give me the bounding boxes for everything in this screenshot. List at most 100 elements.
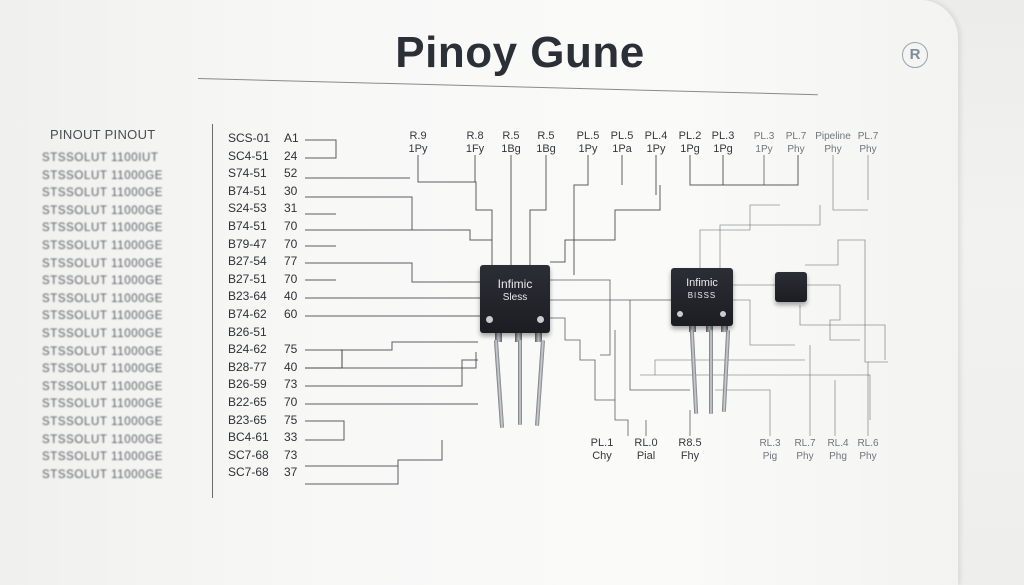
bottom-pin-label-id: R8.5 <box>678 437 702 449</box>
pin-name: BC4-61 <box>228 430 269 445</box>
bottom-pin-label-type: Phg <box>829 451 847 462</box>
pin-name: B23-65 <box>228 412 267 427</box>
transistor-chip-2: Infimic BISSS <box>671 268 733 326</box>
chip2-label-line1: Infimic <box>686 277 718 289</box>
top-pin-label-type: Phy <box>859 144 877 155</box>
pin-name: B27-51 <box>228 271 267 286</box>
left-column-row: STSSOLUT 11000GE <box>42 187 164 200</box>
pin-name: SC7-68 <box>228 447 269 462</box>
chip1-leg-collar <box>495 332 502 342</box>
wire-trace <box>614 330 629 436</box>
pin-number: 73 <box>284 447 298 462</box>
wire-trace <box>733 299 795 346</box>
chip1-leg <box>518 340 522 425</box>
left-column-row: STSSOLUT 11000GE <box>42 433 164 446</box>
left-column-row: STSSOLUT 11000GE <box>42 363 164 376</box>
left-column-row: STSSOLUT 1100IUT <box>42 152 159 164</box>
top-pin-label-id: PL.7 <box>785 131 807 142</box>
top-pin-label-id: Pipeline <box>815 131 851 142</box>
wire-trace <box>305 262 480 283</box>
pin-name: B26-51 <box>228 324 267 339</box>
left-column-heading: PINOUT PINOUT <box>50 127 156 142</box>
pin-row: B27-51 70 <box>228 271 308 289</box>
top-pin-label-type: 1Pg <box>713 143 733 155</box>
left-column-list: STSSOLUT 1100IUT STSSOLUT 11000GE STSSOLUT… <box>42 150 163 484</box>
wire-trace <box>305 359 478 387</box>
pin-name: B79-47 <box>228 236 267 251</box>
left-column-row: STSSOLUT 11000GE <box>42 451 164 464</box>
pin-name: S74-51 <box>228 166 267 181</box>
top-pin-label-id: R.9 <box>409 130 427 142</box>
wire-trace <box>305 139 337 159</box>
left-column-row: STSSOLUT 11000GE <box>42 415 164 428</box>
pin-name: B22-65 <box>228 394 267 409</box>
left-column-row: STSSOLUT 11000GE <box>42 222 164 235</box>
wire-trace <box>305 349 343 369</box>
bottom-pin-label-type: Phy <box>796 451 814 462</box>
wire-trace <box>305 352 477 369</box>
pin-row: B79-47 70 <box>228 236 308 254</box>
chip1-leg-collar <box>515 332 522 342</box>
pin-number: 77 <box>284 254 298 269</box>
pin-number: 40 <box>284 359 298 374</box>
pin-number: 70 <box>284 236 298 251</box>
pin-number: 33 <box>284 430 298 445</box>
chip2-leg-collar <box>721 322 728 332</box>
left-column-row: STSSOLUT 11000GE <box>42 398 164 411</box>
top-pin-label-type: 1Py <box>408 143 428 155</box>
pin-row: BC4-61 33 <box>228 429 308 447</box>
wire-trace <box>573 155 589 275</box>
top-pin-label-type: 1Pg <box>680 143 700 155</box>
pin-number: 24 <box>284 148 298 163</box>
chip1-label-line2: Sless <box>502 292 528 303</box>
registered-logo: R <box>902 42 928 68</box>
top-pin-label-id: PL.2 <box>678 130 702 142</box>
wire-trace <box>807 284 860 341</box>
left-column-row: STSSOLUT 11000GE <box>42 169 164 182</box>
wire-trace <box>550 317 615 401</box>
wire-trace <box>640 374 871 420</box>
chip1-leg-collar <box>535 332 542 342</box>
left-column-row: STSSOLUT 11000GE <box>42 345 164 358</box>
pin-name: B28-77 <box>228 359 267 374</box>
pin-number: A1 <box>284 131 299 145</box>
pin-number: 31 <box>284 201 298 216</box>
pin-number: 70 <box>284 271 298 286</box>
wire-trace <box>305 420 345 441</box>
pin-number: 37 <box>284 465 298 480</box>
top-pin-label-type: Phy <box>824 144 842 155</box>
wire-trace <box>699 204 780 268</box>
top-pin-label-id: R.5 <box>537 130 555 142</box>
pin-name: B23-64 <box>228 289 267 304</box>
wire-trace <box>305 466 399 485</box>
chip1-mark-left <box>486 316 493 323</box>
left-column-row: STSSOLUT 11000GE <box>42 468 164 481</box>
bottom-pin-label-type: Pig <box>762 451 778 462</box>
wire-trace <box>689 155 799 186</box>
wire-trace <box>417 155 493 265</box>
bottom-pin-label-type: Chy <box>592 450 612 462</box>
wire-trace <box>799 305 886 360</box>
top-pin-label-type: 1Py <box>646 143 666 155</box>
pin-name: B74-51 <box>228 183 267 198</box>
bottom-pin-label-type: Phy <box>859 451 877 462</box>
